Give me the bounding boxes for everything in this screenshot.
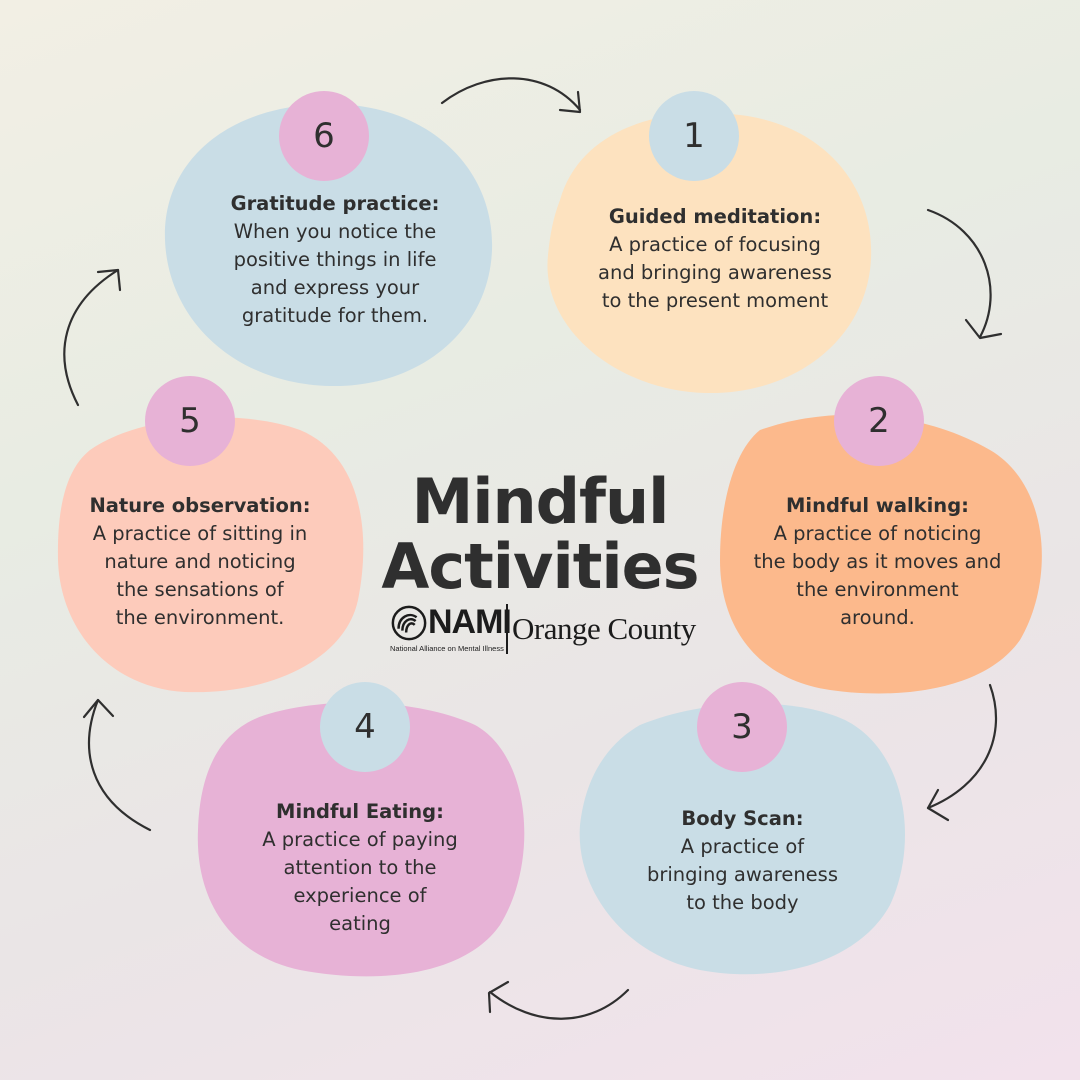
card-description: A practice of paying attention to the ex… (262, 828, 458, 935)
card-description: A practice of focusing and bringing awar… (598, 233, 832, 312)
badge-6: 6 (279, 91, 369, 181)
arrow-6-to-1-icon (440, 77, 582, 114)
badge-number: 4 (354, 707, 376, 747)
badge-5: 5 (145, 376, 235, 466)
card-title: Nature observation: (89, 494, 311, 517)
blob-3-shape (579, 703, 905, 975)
card-title: Mindful walking: (786, 494, 969, 517)
card-description: A practice of noticing the body as it mo… (753, 522, 1002, 629)
badge-number: 2 (868, 401, 890, 441)
card-title: Gratitude practice: (230, 192, 440, 215)
arrow-1-to-2-icon (926, 208, 1003, 340)
badge-number: 5 (179, 401, 201, 441)
card-title: Guided meditation: (608, 205, 822, 228)
card-description: A practice of bringing awareness to the … (646, 835, 838, 914)
page-title-line-1: Mindful (411, 465, 670, 538)
arrow-5-to-6-icon (63, 268, 122, 407)
blob-4-shape (197, 702, 525, 977)
arrow-2-to-3-icon (926, 683, 998, 822)
card-title: Mindful Eating: (276, 800, 444, 823)
badge-3: 3 (697, 682, 787, 772)
card-4-text: Mindful Eating: A practice of paying att… (220, 798, 500, 938)
card-description: When you notice the positive things in l… (233, 220, 437, 327)
badge-number: 1 (683, 116, 705, 156)
badge-4: 4 (320, 682, 410, 772)
blob-1-shape (547, 112, 872, 394)
badge-number: 6 (313, 116, 335, 156)
card-5-text: Nature observation: A practice of sittin… (60, 492, 340, 632)
card-1-text: Guided meditation: A practice of focusin… (565, 203, 865, 315)
arrow-4-to-5-icon (82, 698, 152, 832)
nami-logo: NAMI National Alliance on Mental Illness… (390, 600, 696, 660)
logo-org-name: Orange County (512, 611, 696, 646)
badge-2: 2 (834, 376, 924, 466)
nami-swirl-icon (391, 605, 427, 641)
blob-5-shape (57, 417, 364, 693)
logo-divider (506, 604, 508, 654)
card-title: Body Scan: (681, 807, 804, 830)
badge-1: 1 (649, 91, 739, 181)
card-3-text: Body Scan: A practice of bringing awaren… (605, 805, 880, 917)
card-6-text: Gratitude practice: When you notice the … (190, 190, 480, 330)
card-2-text: Mindful walking: A practice of noticing … (730, 492, 1025, 632)
logo-name: NAMI (428, 603, 512, 641)
page-title-line-2: Activities (381, 530, 699, 603)
blob-6-shape (164, 104, 493, 387)
arrow-3-to-4-icon (487, 980, 630, 1020)
card-description: A practice of sitting in nature and noti… (92, 522, 308, 629)
logo-subtitle: National Alliance on Mental Illness (390, 644, 504, 653)
badge-number: 3 (731, 707, 753, 747)
blob-2-shape (720, 414, 1042, 694)
